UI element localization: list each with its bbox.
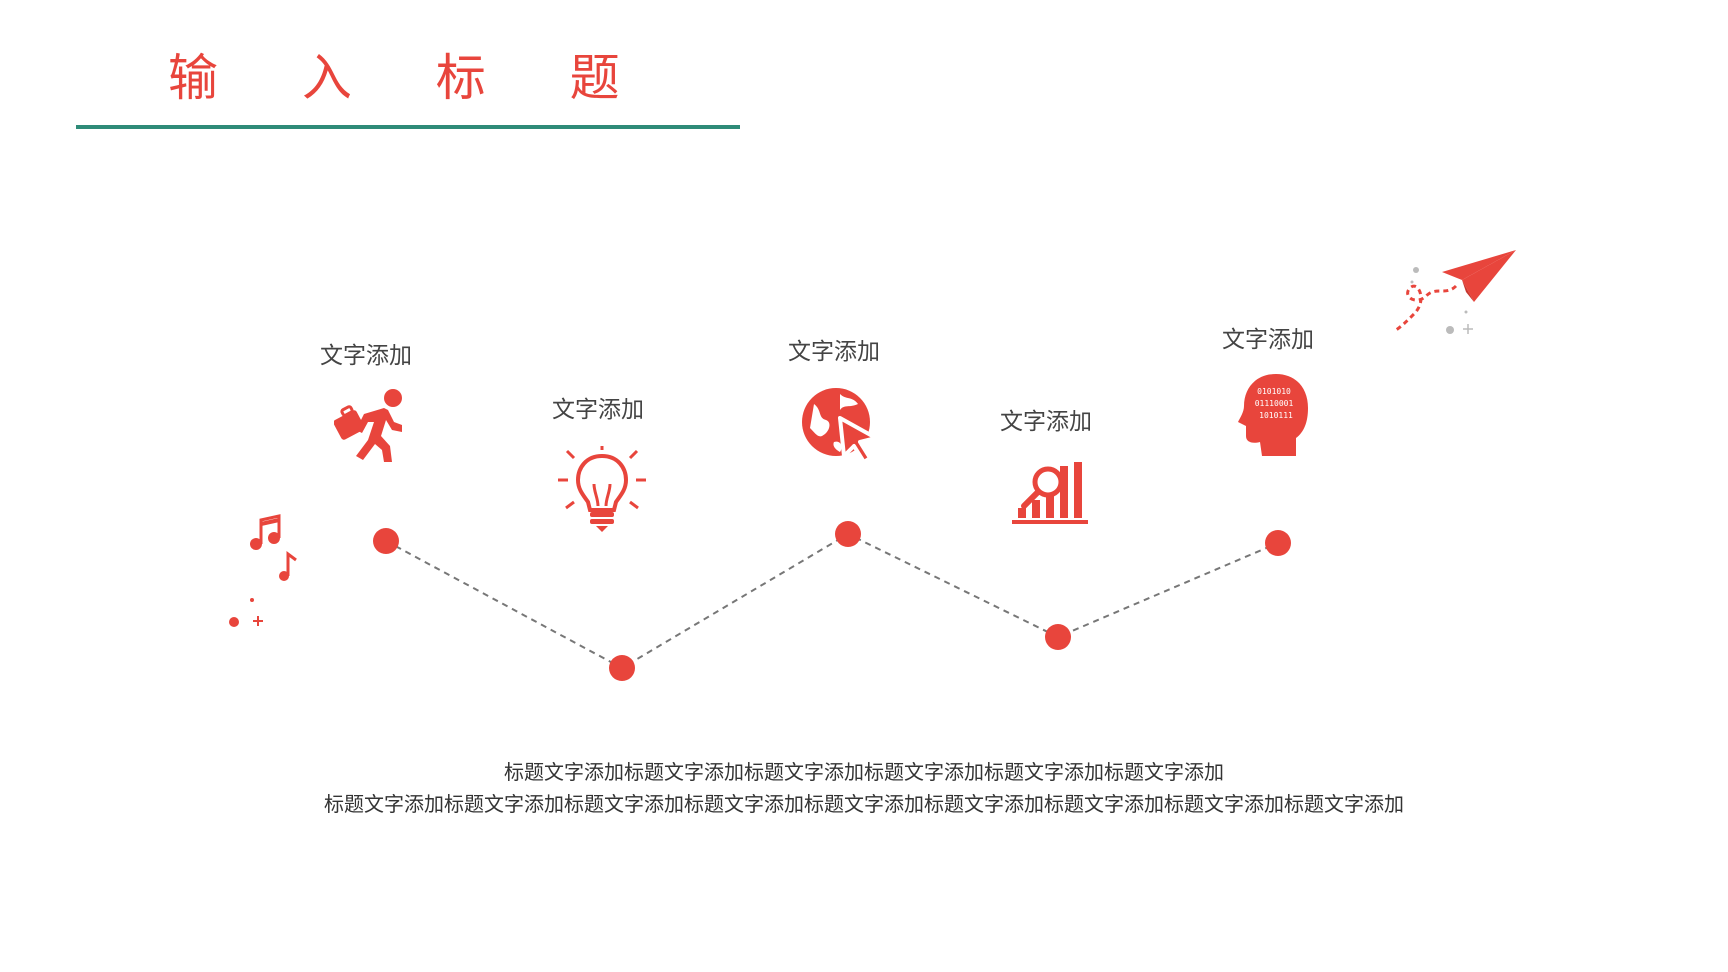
timeline-dot-4 bbox=[1045, 624, 1071, 650]
step-3-label[interactable]: 文字添加 bbox=[788, 339, 880, 365]
timeline-dot-1 bbox=[373, 528, 399, 554]
timeline-dot-2 bbox=[609, 655, 635, 681]
description-line-1[interactable]: 标题文字添加标题文字添加标题文字添加标题文字添加标题文字添加标题文字添加 bbox=[504, 760, 1224, 784]
walking-with-briefcase-icon bbox=[334, 389, 402, 462]
paper-plane-icon bbox=[1395, 250, 1516, 334]
timeline-dot-5 bbox=[1265, 530, 1291, 556]
svg-text:1010111: 1010111 bbox=[1259, 411, 1293, 420]
timeline-dot-3 bbox=[835, 521, 861, 547]
step-2-label[interactable]: 文字添加 bbox=[552, 397, 644, 423]
lightbulb-icon bbox=[558, 446, 646, 532]
music-notes-icon bbox=[229, 514, 297, 627]
globe-cursor-icon bbox=[802, 388, 878, 464]
bar-chart-magnifier-icon bbox=[1012, 462, 1088, 524]
svg-text:0101010: 0101010 bbox=[1257, 387, 1291, 396]
step-5-label[interactable]: 文字添加 bbox=[1222, 327, 1314, 353]
svg-text:01110001: 01110001 bbox=[1255, 399, 1294, 408]
timeline-dashed-line bbox=[385, 532, 1279, 670]
step-4-label[interactable]: 文字添加 bbox=[1000, 409, 1092, 435]
description-line-2[interactable]: 标题文字添加标题文字添加标题文字添加标题文字添加标题文字添加标题文字添加标题文字… bbox=[324, 792, 1404, 816]
page-title[interactable]: 输 入 标 题 bbox=[168, 49, 654, 107]
title-underline bbox=[76, 125, 740, 129]
head-binary-icon: 0101010 01110001 1010111 bbox=[1238, 374, 1308, 456]
step-1-label[interactable]: 文字添加 bbox=[320, 343, 412, 369]
